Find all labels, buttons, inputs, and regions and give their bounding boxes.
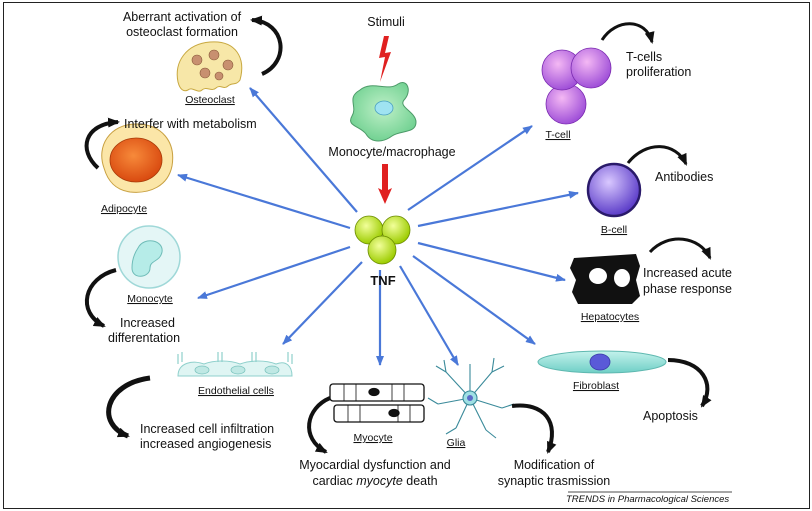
bcell-effect-arrow	[626, 145, 688, 166]
macrophage-label: Monocyte/macrophage	[328, 145, 455, 159]
tnf-trimer-icon	[354, 215, 411, 265]
hepatocytes-cell-icon	[570, 254, 640, 304]
arrow-to-osteoclast	[249, 87, 358, 213]
myocyte-effect-arrow	[307, 396, 331, 454]
arrow-to-monocyte	[197, 245, 351, 300]
osteoclast-effect-arrow	[250, 15, 283, 76]
hepatocytes-effect-line1: Increased acute	[643, 266, 732, 280]
source-credit: TRENDS in Pharmacological Sciences	[566, 494, 729, 505]
tcell-effect-line2: proliferation	[626, 65, 691, 79]
tcell-effect-arrow	[600, 22, 655, 44]
adipocyte-effect-arrow	[84, 117, 120, 170]
bcell-effect: Antibodies	[655, 170, 713, 184]
myocyte-effect-italic: myocyte	[356, 474, 403, 488]
myocyte-effect-prefix: cardiac	[312, 474, 356, 488]
adipocyte-effect: Interfer with metabolism	[124, 117, 257, 131]
arrow-to-adipocyte	[177, 173, 351, 230]
fibroblast-label: Fibroblast	[573, 380, 619, 392]
hepatocytes-effect-line2: phase response	[643, 282, 732, 296]
myocyte-effect-suffix: death	[403, 474, 438, 488]
arrow-to-hepatocytes	[417, 241, 566, 282]
activation-bolt-icon	[378, 164, 392, 204]
endothelial-cells-icon	[177, 352, 293, 377]
osteoclast-effect-line2: osteoclast formation	[126, 25, 238, 39]
myocyte-label: Myocyte	[353, 432, 392, 444]
monocyte-cell-icon	[117, 225, 181, 289]
tnf-arrows	[177, 87, 579, 366]
fibroblast-cell-icon	[537, 350, 667, 374]
glia-effect-line2: synaptic trasmission	[498, 474, 611, 488]
arrow-to-fibroblast	[412, 255, 536, 345]
arrow-to-glia	[399, 265, 459, 366]
bcell-icon	[586, 162, 642, 218]
monocyte-effect-line1: Increased	[120, 316, 175, 330]
endothelial-effect-line2: increased angiogenesis	[140, 437, 271, 451]
endothelial-effect-arrow	[106, 375, 151, 439]
tcell-label: T-cell	[545, 129, 570, 141]
hepatocytes-label: Hepatocytes	[581, 311, 639, 323]
stimulus-bolt-icon	[379, 36, 391, 82]
fibroblast-effect-arrow	[667, 358, 712, 408]
tnf-label: TNF	[370, 273, 395, 288]
arrow-to-bcell	[417, 190, 579, 228]
arrow-to-endothelial	[282, 261, 363, 345]
monocyte-effect-line2: differentation	[108, 331, 180, 345]
osteoclast-label: Osteoclast	[185, 94, 235, 106]
monocyte-effect-arrow	[84, 268, 117, 328]
bcell-label: B-cell	[601, 224, 627, 236]
arrow-to-tcell	[407, 125, 533, 211]
osteoclast-effect-line1: Aberrant activation of	[123, 10, 242, 24]
glia-label: Glia	[447, 437, 466, 449]
endothelial-effect-line1: Increased cell infiltration	[140, 422, 274, 436]
myocyte-effect-line1: Myocardial dysfunction and	[299, 458, 451, 472]
myocyte-cell-icon	[329, 383, 425, 423]
stimuli-label: Stimuli	[367, 15, 405, 29]
adipocyte-label: Adipocyte	[101, 203, 147, 215]
macrophage-nucleus-icon	[374, 100, 394, 116]
hepatocytes-effect-arrow	[648, 237, 712, 260]
osteoclast-cell-icon	[176, 41, 243, 92]
adipocyte-cell-icon	[101, 123, 174, 193]
tcell-effect-line1: T-cells	[626, 50, 662, 64]
endothelial-label: Endothelial cells	[198, 385, 274, 397]
monocyte-label: Monocyte	[127, 293, 173, 305]
myocyte-effect-line2: cardiac myocyte death	[312, 474, 437, 488]
glia-cell-icon	[427, 357, 515, 439]
fibroblast-effect: Apoptosis	[643, 409, 698, 423]
glia-effect-line1: Modification of	[514, 458, 595, 472]
tcell-cluster-icon	[541, 47, 612, 125]
glia-effect-arrow	[511, 403, 557, 454]
